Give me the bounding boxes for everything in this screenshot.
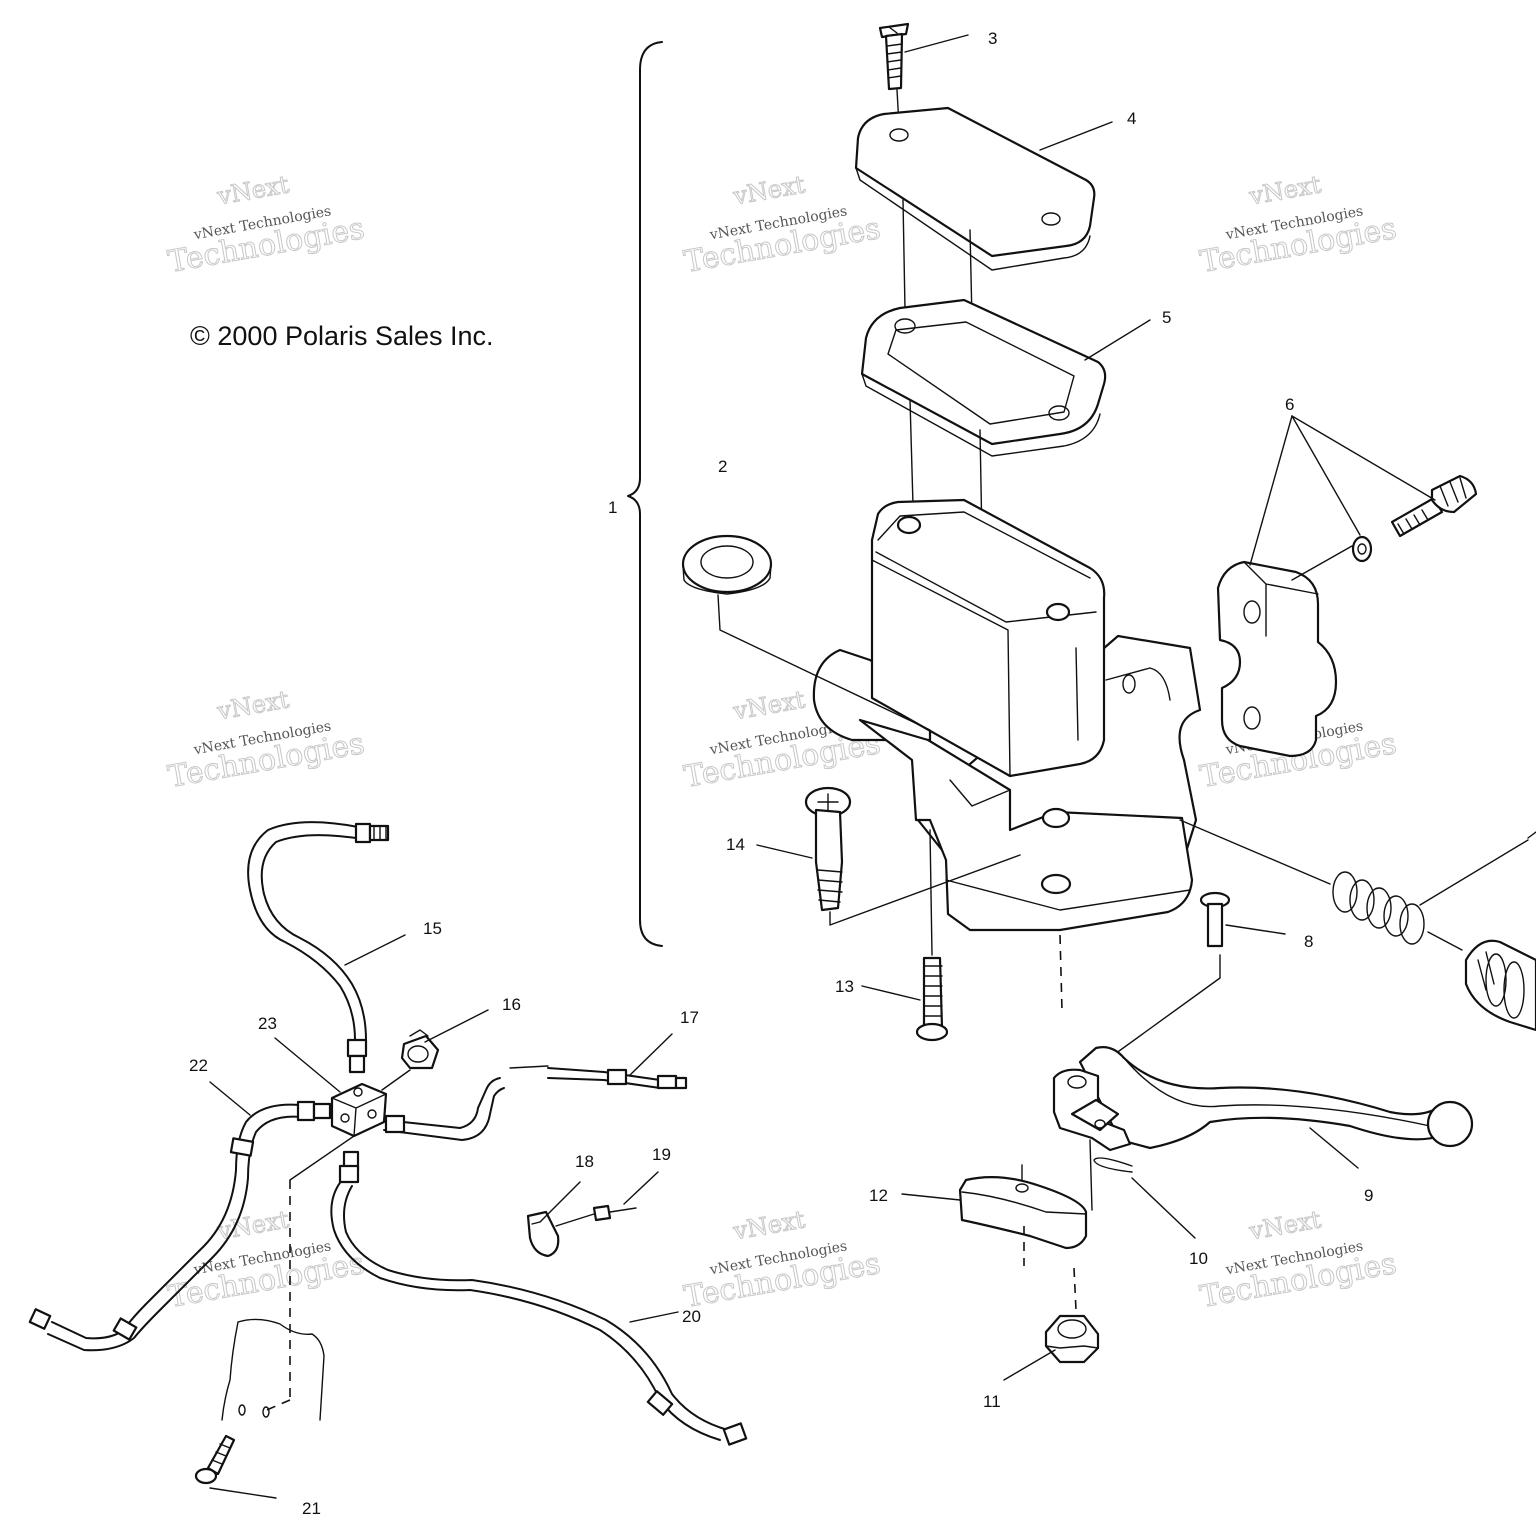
hose-fitting	[346, 1038, 368, 1074]
callout-8: 8	[1304, 932, 1313, 951]
axis-line	[717, 594, 931, 731]
callout-11: 11	[983, 1392, 1001, 1411]
mounting-screw-lower	[915, 956, 949, 1042]
assembly-brace	[627, 41, 663, 947]
axis-line	[1179, 819, 1331, 885]
callout-16: 16	[502, 995, 521, 1014]
brake-hose-upper	[247, 821, 359, 1041]
master-cylinder-assembly	[681, 22, 1536, 1073]
watermark-vnext: vNext	[214, 685, 291, 725]
callout-numbers: 1 2 3 4 5 6 8 9 10 11 12 13 14 15 16 17 …	[189, 29, 1373, 1518]
brake-lever	[1078, 1046, 1446, 1150]
cover-gasket	[860, 298, 1107, 457]
brake-light-switch	[400, 1029, 440, 1070]
hose-fitting	[28, 1100, 332, 1341]
callout-19: 19	[652, 1145, 671, 1164]
copyright-text: © 2000 Polaris Sales Inc.	[190, 321, 494, 351]
hose-fitting	[354, 822, 390, 844]
handlebar-clamp	[1216, 560, 1338, 758]
watermark: vNext vNext Technologies Technologies	[165, 685, 368, 796]
mounting-screw-upper	[804, 786, 852, 912]
callout-15: 15	[423, 919, 442, 938]
junction-block	[330, 1082, 388, 1138]
brake-line-assembly	[28, 821, 748, 1485]
callout-5: 5	[1162, 308, 1171, 327]
watermark: vNext vNext Technologies Technologies	[681, 170, 884, 281]
callout-14: 14	[726, 835, 745, 854]
lever-ball-end	[1426, 1100, 1474, 1148]
callout-22: 22	[189, 1056, 208, 1075]
lever-pivot-pin	[1199, 891, 1231, 948]
watermark: vNext vNext Technologies Technologies	[1197, 1205, 1400, 1316]
callout-4: 4	[1127, 109, 1136, 128]
master-cylinder-body	[812, 498, 1202, 932]
line-clip	[526, 1210, 560, 1258]
callout-6: 6	[1285, 395, 1294, 414]
callout-23: 23	[258, 1014, 277, 1033]
watermark: vNext vNext Technologies Technologies	[1197, 170, 1400, 281]
piston-assembly	[1464, 939, 1536, 1032]
callout-20: 20	[682, 1307, 701, 1326]
line-fitting	[384, 1068, 688, 1134]
callout-13: 13	[835, 977, 854, 996]
callout-12: 12	[869, 1186, 888, 1205]
frame-screw	[194, 1434, 236, 1485]
watermark-vnext: vNext	[1246, 1205, 1323, 1245]
callout-18: 18	[575, 1152, 594, 1171]
clamp-bolt	[1390, 474, 1478, 538]
adjuster-nut	[1044, 1314, 1100, 1364]
callout-2: 2	[718, 457, 727, 476]
reservoir-cover	[854, 106, 1096, 271]
watermark: vNext vNext Technologies Technologies	[681, 1205, 884, 1316]
watermark-vnext: vNext	[730, 685, 807, 725]
lever-adjuster	[958, 1176, 1088, 1250]
callout-21: 21	[302, 1499, 321, 1518]
callout-leaders	[209, 34, 1436, 1499]
callout-17: 17	[680, 1008, 699, 1027]
brake-lever-assembly	[1052, 1046, 1474, 1152]
callout-9: 9	[1364, 1186, 1373, 1205]
lever-spring	[1093, 1157, 1133, 1173]
hose-fitting	[338, 1150, 748, 1446]
watermark-vnext: vNext	[730, 1205, 807, 1245]
boot-washer	[681, 534, 773, 595]
callout-10: 10	[1189, 1249, 1208, 1268]
watermark-vnext: vNext	[1246, 170, 1323, 210]
rigid-brake-line	[383, 1077, 501, 1129]
frame-section	[221, 1318, 325, 1421]
watermark-vnext: vNext	[730, 170, 807, 210]
watermark-vnext: vNext	[214, 170, 291, 210]
watermark: vNext vNext Technologies Technologies	[165, 1205, 368, 1316]
piston-spring	[1332, 871, 1425, 945]
watermark: vNext vNext Technologies Technologies	[165, 170, 368, 281]
cover-screw	[878, 22, 910, 91]
callout-1: 1	[608, 498, 617, 517]
clip-screw	[592, 1204, 637, 1222]
clamp-washer	[1351, 535, 1373, 563]
callout-3: 3	[988, 29, 997, 48]
